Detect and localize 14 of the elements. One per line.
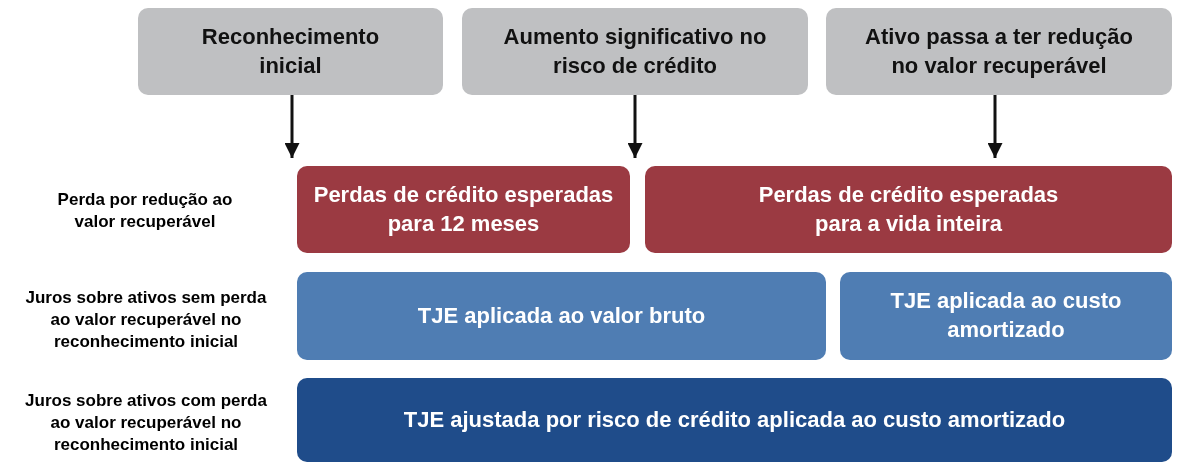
row-label: Juros sobre ativos sem perda ao valor recuperável no reconhecimento inicial — [24, 286, 268, 354]
arrow — [284, 95, 300, 158]
interest-box: TJE aplicada ao valor bruto — [297, 272, 826, 360]
loss-box: Perdas de crédito esperadas para a vida inteira — [645, 166, 1172, 253]
stage-box: Aumento significativo no risco de crédito — [462, 8, 808, 95]
interest-box: TJE ajustada por risco de crédito aplicada ao custo amortizado — [297, 378, 1172, 462]
stage-box: Ativo passa a ter redução no valor recuperável — [826, 8, 1172, 95]
row-label: Perda por redução ao valor recuperável — [56, 188, 234, 233]
arrow — [627, 95, 643, 158]
row-label: Juros sobre ativos com perda ao valor recuperável no reconhecimento inicial — [24, 389, 268, 457]
stage-box: Reconhecimento inicial — [138, 8, 443, 95]
loss-box: Perdas de crédito esperadas para 12 meses — [297, 166, 630, 253]
arrow — [987, 95, 1003, 158]
interest-box: TJE aplicada ao custo amortizado — [840, 272, 1172, 360]
